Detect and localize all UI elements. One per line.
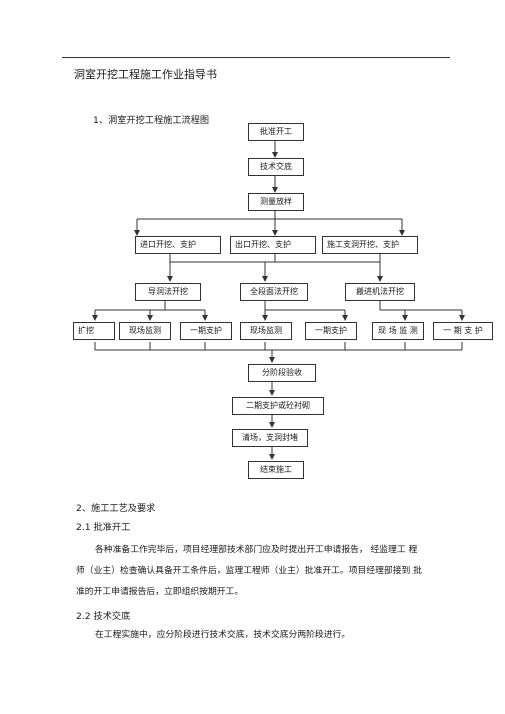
flow-secondary-lining: 二期支护或砼衬砌	[232, 397, 324, 415]
flow-adit-excavation: 施工支洞开挖、支护	[322, 236, 418, 254]
flow-monitoring-3: 现 场 监 测	[372, 322, 424, 340]
flow-support-1: 一期支护	[180, 322, 232, 340]
paragraph-2-1-line-3: 准的开工申请报告后，立即组织按期开工。	[76, 587, 244, 597]
flow-tbm-method: 搬进机法开挖	[345, 283, 415, 301]
flow-approve-start: 批准开工	[248, 123, 304, 141]
flow-cleanup-plugging: 清场，支洞封堵	[232, 429, 308, 447]
paragraph-2-1-line-1: 各种准备工作完毕后，项目经理部技术部门应及时提出开工申请报告， 经监理工 程	[95, 545, 418, 555]
section-2-2-title: 2.2 技术交底	[76, 611, 131, 622]
section-1-title: 1、洞室开挖工程施工流程图	[93, 115, 210, 126]
flow-finish: 结束施工	[248, 461, 304, 479]
flow-survey-layout: 测量放样	[248, 193, 304, 211]
section-2-title: 2、施工工艺及要求	[76, 503, 156, 514]
paragraph-2-1-line-2: 师（业主）检查确认具备开工条件后，监理工程师（业主）批准开工。项目经理部接到 批	[76, 566, 422, 576]
paragraph-2-2-line-1: 在工程实施中，应分阶段进行技术交底，技术交底分两阶段进行。	[95, 630, 351, 640]
document-title: 洞室开挖工程施工作业指导书	[74, 68, 217, 81]
flow-support-2: 一期支护	[305, 322, 357, 340]
flow-support-3: 一 期 支 护	[433, 322, 493, 340]
header-rule	[62, 57, 450, 58]
flow-full-face-method: 全段面法开挖	[240, 283, 308, 301]
flow-monitoring-1: 现场监测	[119, 322, 171, 340]
flow-monitoring-2: 现场监测	[240, 322, 292, 340]
flow-staged-acceptance: 分阶段验收	[248, 364, 316, 382]
flow-tech-briefing: 技术交底	[248, 158, 304, 176]
flow-enlargement: 扩挖	[73, 322, 115, 340]
flow-inlet-excavation: 进口开挖、支护	[135, 236, 221, 254]
flow-pilot-tunnel-method: 导洞法开挖	[135, 283, 201, 301]
section-2-1-title: 2.1 批准开工	[76, 522, 131, 533]
flow-outlet-excavation: 出口开挖、支护	[230, 236, 316, 254]
